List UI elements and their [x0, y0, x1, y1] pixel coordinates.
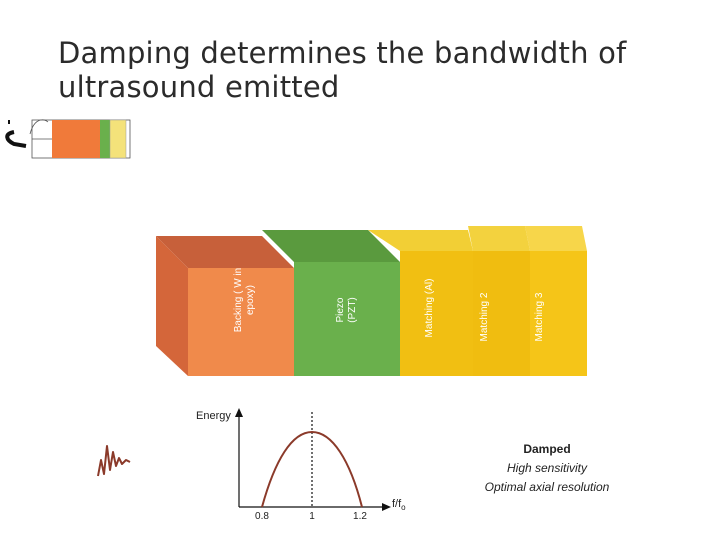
layer-label-piezo: Piezo(PZT) — [335, 297, 358, 323]
backing-top — [156, 236, 294, 268]
damped-title: Damped — [523, 442, 571, 456]
transducer-icon — [5, 119, 131, 159]
energy-axis-label: Energy — [196, 410, 231, 422]
matching1-front — [400, 251, 473, 376]
energy-curve — [261, 430, 363, 508]
mini-piezo — [100, 120, 110, 158]
layer-label-matching-3: Matching 3 — [534, 292, 545, 342]
wire-icon — [29, 119, 49, 135]
mini-matching — [109, 119, 127, 159]
matching2-top — [468, 226, 530, 251]
damped-caption: Damped High sensitivity Optimal axial re… — [462, 440, 632, 497]
matching3-top — [525, 226, 587, 251]
transducer-layer-stack — [156, 226, 587, 376]
damped-line-resolution: Optimal axial resolution — [484, 480, 610, 494]
layer-label-matching-1: Matching (Al) — [424, 278, 435, 338]
layer-label-matching-2: Matching 2 — [479, 292, 490, 342]
damped-line-sensitivity: High sensitivity — [506, 461, 588, 475]
piezo-top — [262, 230, 400, 262]
cable-icon — [5, 120, 27, 148]
tick-label-0-8: 0.8 — [255, 511, 269, 522]
matching3-front — [530, 251, 587, 376]
matching1-top — [368, 230, 473, 251]
damped-pulse-icon — [97, 445, 131, 477]
tick-label-1-2: 1.2 — [353, 511, 367, 522]
matching2-front — [473, 251, 530, 376]
x-axis-arrow — [382, 503, 391, 511]
tick-label-1: 1 — [309, 511, 315, 522]
backing-front — [188, 268, 294, 376]
piezo-front — [294, 262, 400, 376]
backing-side — [156, 236, 188, 376]
frequency-spectrum-plot — [235, 408, 391, 511]
slide-title: Damping determines the bandwidth of ultr… — [58, 36, 627, 104]
y-axis-arrow — [235, 408, 243, 417]
frequency-axis-label: f/fo — [392, 498, 406, 513]
mini-backing — [52, 120, 100, 158]
